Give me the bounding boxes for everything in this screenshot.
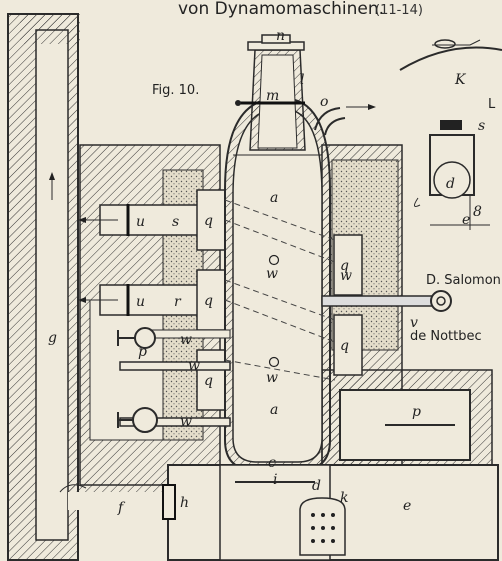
label-w4: w bbox=[180, 332, 192, 348]
duct-r bbox=[78, 284, 201, 316]
label-q5: q bbox=[340, 338, 349, 354]
label-q4: q bbox=[340, 258, 349, 274]
label-p-left: p bbox=[138, 344, 147, 360]
side-label-e: e bbox=[462, 212, 470, 228]
vessel-a bbox=[224, 99, 331, 471]
label-w5: w bbox=[180, 414, 192, 430]
port-w2 bbox=[268, 356, 280, 368]
neck-l bbox=[247, 34, 306, 151]
side-label-d: d bbox=[446, 176, 455, 192]
label-m: m bbox=[266, 88, 279, 104]
label-i: i bbox=[273, 472, 277, 488]
label-h: h bbox=[180, 495, 189, 511]
label-w1: w bbox=[266, 266, 278, 282]
label-g: g bbox=[48, 330, 57, 346]
label-p-right: p bbox=[412, 404, 421, 420]
label-k: k bbox=[340, 490, 348, 506]
header-title: von Dynamomaschinen. bbox=[178, 0, 384, 19]
label-f: f bbox=[117, 500, 126, 516]
base bbox=[162, 464, 499, 561]
label-u-bottom: u bbox=[136, 294, 145, 310]
block-q4 bbox=[333, 234, 363, 296]
header-ref: (11-14) bbox=[375, 3, 423, 18]
side-label-sup: 8 bbox=[473, 204, 482, 220]
flow-arrow-curve bbox=[59, 484, 87, 493]
label-a-top: a bbox=[270, 190, 278, 206]
label-w6: w bbox=[188, 358, 200, 374]
valve-w-left bbox=[117, 407, 158, 433]
label-o: o bbox=[320, 94, 328, 110]
label-s: s bbox=[172, 214, 179, 230]
valve-p-left bbox=[117, 327, 156, 349]
label-w3: w bbox=[340, 268, 352, 284]
side-text-line2: de Nottbec bbox=[410, 329, 482, 344]
label-r: r bbox=[174, 294, 182, 310]
rod-v bbox=[321, 290, 452, 312]
label-q2: q bbox=[204, 293, 213, 309]
outlet-o bbox=[314, 104, 376, 136]
figure-caption: Fig. 10. bbox=[152, 83, 199, 98]
label-c: c bbox=[268, 455, 276, 471]
side-label-k: K bbox=[454, 72, 467, 88]
block-q1 bbox=[196, 189, 226, 251]
label-q3: q bbox=[204, 373, 213, 389]
label-q1: q bbox=[204, 213, 213, 229]
block-q2 bbox=[196, 269, 226, 331]
block-q5 bbox=[333, 314, 363, 376]
side-text-line1: D. Salomon bbox=[426, 273, 501, 288]
side-figure-k bbox=[399, 39, 502, 71]
label-e: e bbox=[403, 498, 411, 514]
label-u-top: u bbox=[136, 214, 145, 230]
port-w1 bbox=[268, 254, 280, 266]
label-l: l bbox=[300, 72, 304, 88]
side-label-l: L bbox=[488, 97, 496, 112]
side-figure-lamp bbox=[414, 120, 490, 230]
side-label-s: s bbox=[478, 118, 485, 134]
knob-m bbox=[235, 100, 241, 106]
label-a-bottom: a bbox=[270, 402, 278, 418]
dashed-pipes bbox=[224, 199, 336, 381]
label-v: v bbox=[410, 315, 418, 331]
flow-arrow-up bbox=[49, 172, 55, 200]
label-n: n bbox=[276, 28, 285, 44]
label-w2: w bbox=[266, 370, 278, 386]
label-d: d bbox=[312, 478, 321, 494]
chimney bbox=[7, 13, 80, 561]
flue-f-channel bbox=[68, 492, 168, 510]
